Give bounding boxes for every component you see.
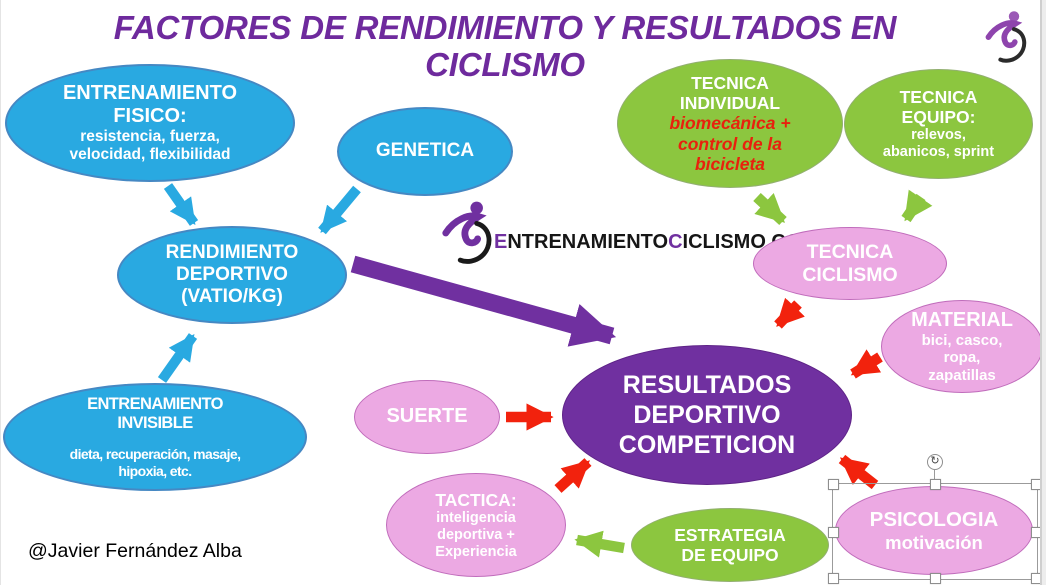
rotate-handle-icon[interactable]: ↻	[927, 454, 943, 470]
node-title: SUERTE	[386, 405, 468, 428]
node-subtitle: bici, casco, ropa, zapatillas	[921, 332, 1003, 384]
node-title: PSICOLOGIA	[869, 507, 999, 531]
node-estrategia-equipo[interactable]: ESTRATEGIA DE EQUIPO	[631, 508, 829, 582]
node-tecnica-equipo[interactable]: TECNICA EQUIPO: relevos, abanicos, sprin…	[844, 69, 1033, 179]
arrow-individual-to-ciclismo[interactable]	[753, 192, 787, 226]
arrow-rendimiento-to-resultados[interactable]	[350, 255, 617, 347]
node-title: RESULTADOS DEPORTIVO COMPETICION	[618, 371, 796, 459]
node-tecnica-individual[interactable]: TECNICA INDIVIDUAL biomecánica + control…	[617, 59, 843, 188]
arrow-ciclismo-to-resultados[interactable]	[774, 297, 805, 329]
selection-box[interactable]: ↻	[828, 454, 1042, 584]
node-title: MATERIAL	[911, 308, 1013, 331]
arrow-equipo-to-ciclismo[interactable]	[901, 189, 933, 223]
canvas-right-edge-line	[1040, 0, 1042, 585]
slide-title[interactable]: FACTORES DE RENDIMIENTO Y RESULTADOS EN …	[0, 9, 1010, 84]
node-subtitle: inteligencia deportiva + Experiencia	[435, 509, 517, 560]
brand-word-entrenamiento: NTRENAMIENTO	[507, 231, 669, 253]
node-material[interactable]: MATERIAL bici, casco, ropa, zapatillas	[881, 300, 1043, 393]
arrow-psicologia-to-resultados[interactable]	[838, 454, 879, 490]
node-tactica[interactable]: TACTICA: inteligencia deportiva + Experi…	[386, 473, 566, 577]
arrow-fisico-to-rendimiento[interactable]	[163, 183, 199, 226]
canvas-right-edge-fill	[1042, 0, 1046, 585]
corner-logo[interactable]	[982, 8, 1030, 73]
node-title: TECNICA INDIVIDUAL	[679, 72, 781, 114]
brand-letter-c: C	[668, 231, 683, 253]
node-title: RENDIMIENTO DEPORTIVO (VATIO/KG)	[165, 241, 299, 308]
resize-handle-middle-left[interactable]	[828, 526, 839, 538]
canvas-left-edge	[0, 0, 1, 585]
node-resultados-competicion[interactable]: RESULTADOS DEPORTIVO COMPETICION	[562, 345, 852, 485]
node-subtitle: motivación	[885, 531, 983, 553]
arrow-tactica-to-resultados[interactable]	[554, 458, 592, 493]
node-title: GENETICA	[375, 140, 475, 162]
node-entrenamiento-invisible[interactable]: ENTRENAMIENTO INVISIBLE dieta, recuperac…	[3, 383, 307, 491]
resize-handle-top-center[interactable]	[930, 479, 941, 490]
node-entrenamiento-fisico[interactable]: ENTRENAMIENTO FISICO: resistencia, fuerz…	[5, 64, 295, 182]
node-title: TECNICA CICLISMO	[802, 240, 898, 286]
arrow-invisible-to-rendimiento[interactable]	[157, 333, 198, 383]
node-suerte[interactable]: SUERTE	[354, 380, 500, 454]
resize-handle-top-left[interactable]	[828, 479, 839, 490]
node-accent-text: biomecánica + control de la bicicleta	[669, 113, 791, 174]
node-psicologia[interactable]: PSICOLOGIA motivación	[835, 486, 1033, 575]
node-subtitle: dieta, recuperación, masaje, hipoxia, et…	[69, 446, 241, 479]
node-genetica[interactable]: GENETICA	[337, 107, 513, 196]
cyclist-icon	[442, 201, 492, 264]
node-title: TECNICA EQUIPO:	[899, 86, 978, 128]
node-title: ESTRATEGIA DE EQUIPO	[674, 524, 786, 565]
resize-handle-bottom-left[interactable]	[828, 573, 839, 584]
node-subtitle: resistencia, fuerza, velocidad, flexibil…	[69, 128, 231, 164]
arrow-estrategia-to-tactica[interactable]	[574, 530, 625, 558]
brand-letter-e: E	[494, 231, 508, 253]
node-title: TACTICA:	[435, 489, 517, 510]
cyclist-icon	[985, 11, 1027, 63]
node-title: ENTRENAMIENTO INVISIBLE	[87, 395, 223, 433]
node-title: ENTRENAMIENTO FISICO:	[62, 81, 238, 128]
resize-handle-bottom-center[interactable]	[930, 573, 941, 584]
node-subtitle: relevos, abanicos, sprint	[882, 127, 995, 161]
slide-title-line1: FACTORES DE RENDIMIENTO Y RESULTADOS EN	[113, 9, 897, 46]
arrow-material-to-resultados[interactable]	[850, 349, 883, 379]
node-tecnica-ciclismo[interactable]: TECNICA CICLISMO	[753, 227, 947, 300]
rotation-connector	[934, 470, 935, 484]
node-rendimiento-deportivo[interactable]: RENDIMIENTO DEPORTIVO (VATIO/KG)	[117, 226, 347, 324]
author-credit[interactable]: @Javier Fernández Alba	[28, 540, 242, 562]
slide-title-line2: CICLISMO	[425, 45, 585, 83]
arrow-genetica-to-rendimiento[interactable]	[318, 185, 361, 235]
